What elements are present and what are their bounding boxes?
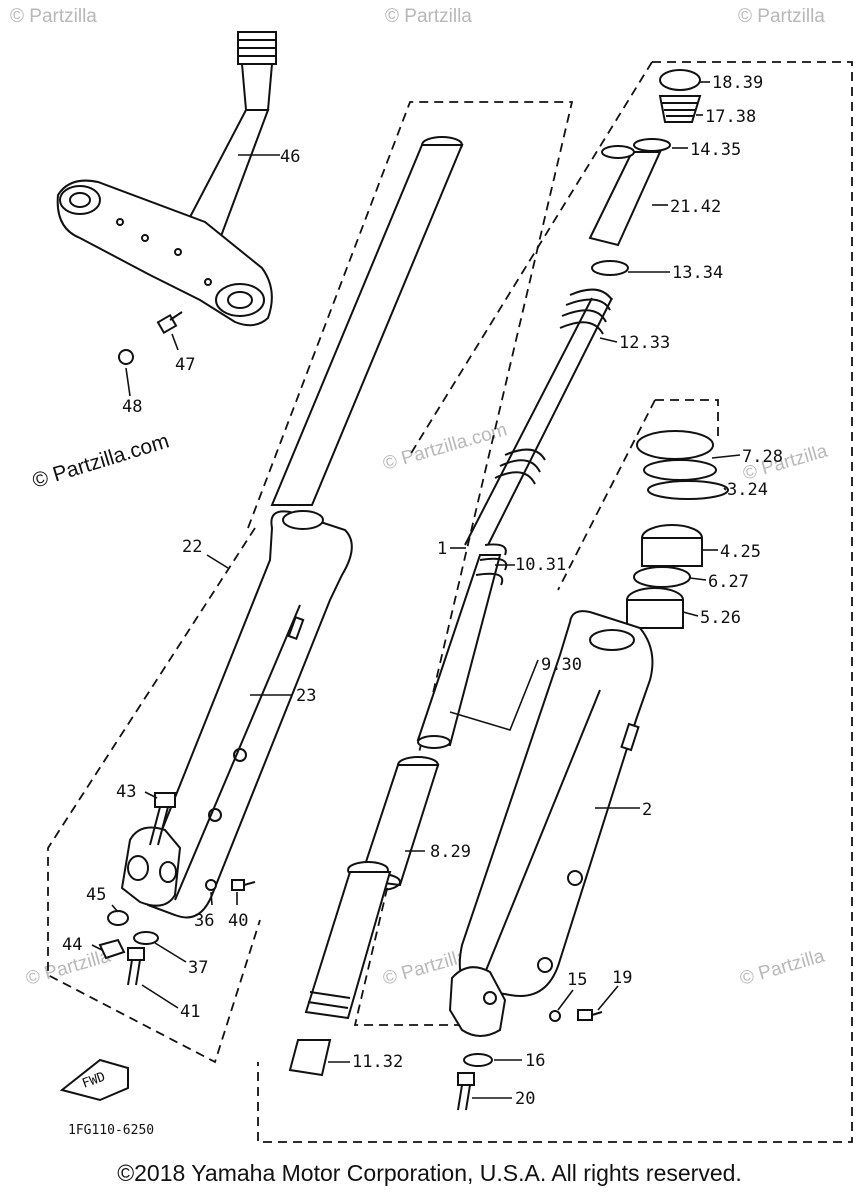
fork-spring — [464, 288, 613, 546]
leader-lines — [91, 81, 741, 1099]
callout-22: 22 — [182, 537, 202, 557]
callout-21-42: 21.42 — [670, 197, 721, 217]
callout-2: 2 — [642, 800, 652, 820]
watermark: © Partzilla — [385, 6, 472, 27]
dashed-group-outlines — [47, 61, 853, 1143]
left-axle-clamp — [120, 826, 182, 907]
callout-43: 43 — [116, 782, 136, 802]
watermark: © Partzilla — [738, 6, 825, 27]
callout-7-28: 7.28 — [742, 447, 783, 467]
callout-40: 40 — [228, 911, 248, 931]
lower-tube-section — [288, 861, 392, 1077]
fwd-arrow: FWD — [59, 1058, 129, 1102]
callout-4-25: 4.25 — [720, 542, 761, 562]
callout-36: 36 — [194, 911, 214, 931]
callout-9-30: 9.30 — [541, 655, 582, 675]
callout-18-39: 18.39 — [712, 73, 763, 93]
callout-17-38: 17.38 — [705, 107, 756, 127]
drawing-code: 1FG110-6250 — [68, 1123, 154, 1138]
callout-20: 20 — [515, 1089, 535, 1109]
left-small-hardware — [98, 879, 256, 986]
callout-3-24: 3.24 — [727, 480, 768, 500]
callout-19: 19 — [612, 968, 632, 988]
callout-48: 48 — [122, 397, 142, 417]
seals-and-bushings — [626, 430, 729, 629]
callout-41: 41 — [180, 1002, 200, 1022]
callout-5-26: 5.26 — [700, 608, 741, 628]
front-fork-exploded-diagram: © Partzilla © Partzilla © Partzilla © Pa… — [10, 6, 853, 1143]
callout-16: 16 — [525, 1051, 545, 1071]
right-upper-parts — [588, 69, 702, 276]
callout-45: 45 — [86, 885, 106, 905]
right-outer-tube — [448, 610, 654, 1037]
bolt-43 — [149, 792, 176, 846]
callout-44: 44 — [62, 935, 82, 955]
callout-37: 37 — [188, 958, 208, 978]
callout-47: 47 — [175, 355, 195, 375]
steering-stem-bracket — [56, 31, 277, 327]
inner-fork-tube — [270, 136, 464, 506]
damper-rod — [416, 543, 508, 749]
callout-23: 23 — [296, 686, 316, 706]
callout-12-33: 12.33 — [619, 333, 670, 353]
callout-8-29: 8.29 — [430, 842, 471, 862]
watermark: © Partzilla.com — [381, 419, 510, 474]
callout-13-34: 13.34 — [672, 263, 723, 283]
callout-14-35: 14.35 — [690, 140, 741, 160]
watermark: © Partzilla — [10, 6, 97, 27]
copyright-notice: ©2018 Yamaha Motor Corporation, U.S.A. A… — [117, 1160, 742, 1186]
partzilla-watermark: © Partzilla.com — [30, 429, 172, 492]
callout-10-31: 10.31 — [515, 555, 566, 575]
callout-11-32: 11.32 — [352, 1052, 403, 1072]
callout-15: 15 — [567, 970, 587, 990]
callout-6-27: 6.27 — [708, 572, 749, 592]
callout-1: 1 — [437, 539, 447, 559]
callout-46: 46 — [280, 147, 300, 167]
bolt-and-cap — [118, 311, 183, 365]
watermark: © Partzilla — [738, 946, 828, 990]
callout-labels: 46 47 48 22 23 43 45 36 40 44 37 41 1 10… — [62, 73, 783, 1109]
right-small-hardware — [457, 1009, 603, 1111]
